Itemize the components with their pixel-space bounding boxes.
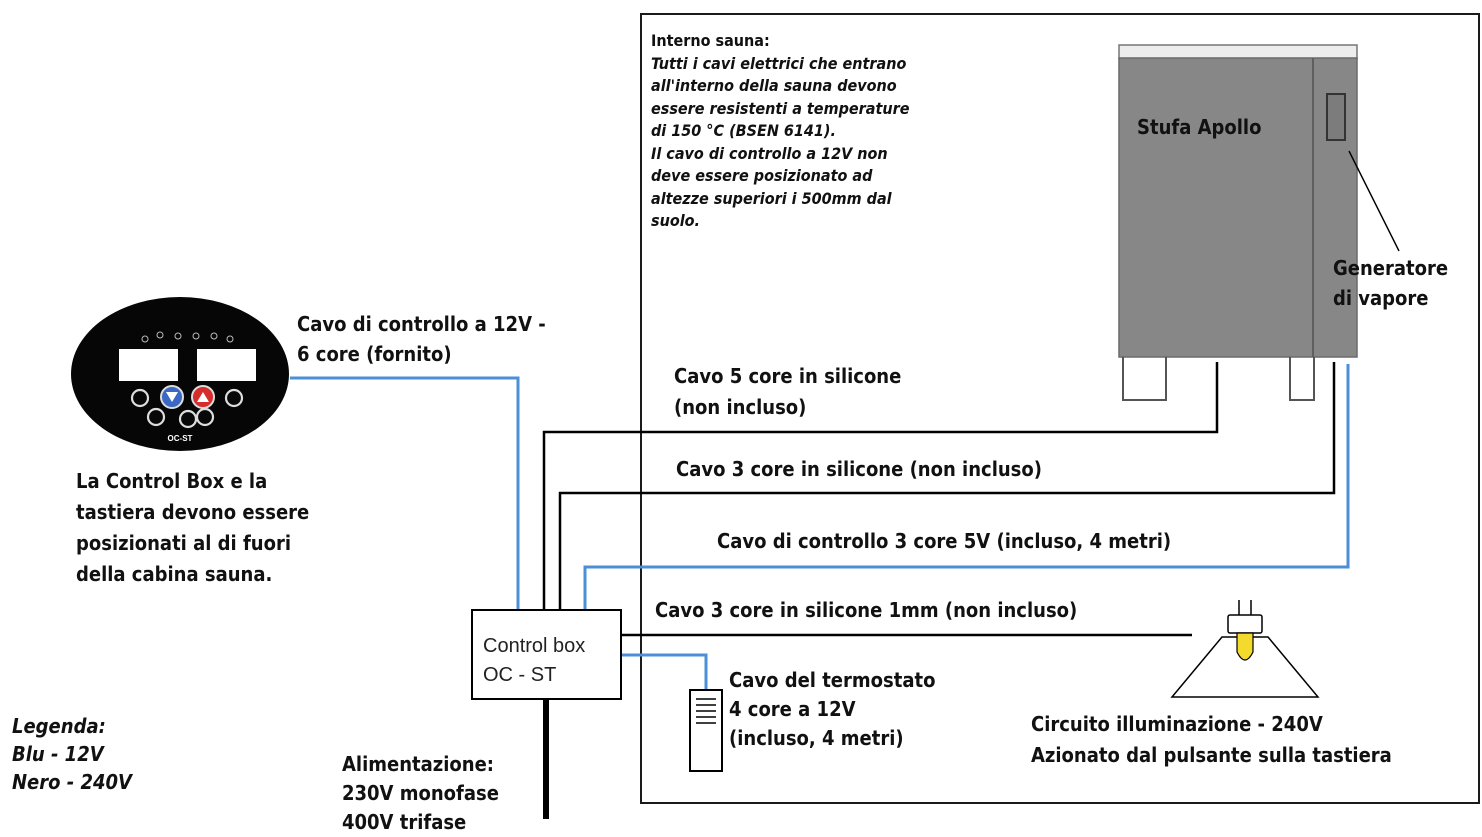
keypad-note: La Control Box e la tastiera devono esse… (76, 466, 309, 590)
sauna-interior-border (640, 13, 1480, 804)
sauna-note-line: suolo. (651, 211, 700, 230)
power-supply-label: Alimentazione: 230V monofase 400V trifas… (342, 750, 499, 837)
cable-5core-line1: Cavo 5 core in silicone (674, 364, 902, 388)
cable-thermostat (621, 653, 708, 690)
cable-3core-label: Cavo 3 core in silicone (non incluso) (676, 457, 1042, 481)
cable-5core-line2: (non incluso) (674, 395, 807, 419)
control-12v-line2: 6 core (fornito) (297, 342, 452, 366)
sauna-note-line: di 150 °C (BSEN 6141). (651, 121, 836, 140)
heater-unit (1118, 44, 1358, 401)
sauna-interior-note: Interno sauna: Tutti i cavi elettrici ch… (651, 30, 909, 233)
keypad-note-line: La Control Box e la (76, 469, 268, 493)
legend-black: Nero - 240V (12, 770, 132, 794)
cable-5core (542, 362, 1219, 610)
cable-3core (558, 362, 1336, 610)
legend-title: Legenda: (12, 714, 106, 738)
thermostat-line1: Cavo del termostato (729, 668, 936, 692)
lighting-label: Circuito illuminazione - 240V Azionato d… (1031, 709, 1392, 771)
heater-label: Stufa Apollo (1137, 115, 1262, 139)
keypad-device: OC-ST (71, 297, 289, 451)
cable-control-12v (290, 376, 520, 610)
keypad-note-line: posizionati al di fuori (76, 531, 291, 555)
lamp-icon (1170, 600, 1320, 698)
control-12v-label: Cavo di controllo a 12V - 6 core (fornit… (297, 309, 546, 369)
thermostat-sensor (689, 689, 723, 772)
control-box-line1: Control box (483, 635, 586, 657)
steam-generator-pointer (1348, 150, 1400, 252)
lighting-line2: Azionato dal pulsante sulla tastiera (1031, 743, 1392, 767)
legend: Legenda: Blu - 12V Nero - 240V (12, 712, 132, 796)
keypad-note-line: della cabina sauna. (76, 562, 273, 586)
sauna-note-line: deve essere posizionato ad (651, 166, 873, 185)
cable-control-5v (583, 364, 1350, 610)
legend-blue: Blu - 12V (12, 742, 104, 766)
power-line3: 400V trifase (342, 810, 467, 834)
thermostat-line3: (incluso, 4 metri) (729, 726, 904, 750)
sauna-note-line: all'interno della sauna devono (651, 76, 897, 95)
steam-generator-line1: Generatore (1333, 256, 1449, 280)
sauna-note-line: Tutti i cavi elettrici che entrano (651, 53, 907, 73)
power-line1: Alimentazione: (342, 752, 494, 776)
keypad-note-line: tastiera devono essere (76, 500, 310, 524)
control-5v-label: Cavo di controllo 3 core 5V (incluso, 4 … (717, 529, 1172, 553)
control-box-line2: OC - ST (483, 664, 557, 686)
sauna-note-line: essere resistenti a temperature (651, 98, 910, 118)
cable-3core-1mm-label: Cavo 3 core in silicone 1mm (non incluso… (655, 598, 1078, 622)
sauna-note-heading: Interno sauna: (651, 31, 770, 50)
cable-5core-label: Cavo 5 core in silicone (non incluso) (674, 361, 901, 423)
lighting-line1: Circuito illuminazione - 240V (1031, 712, 1323, 736)
sauna-note-line: Il cavo di controllo a 12V non (651, 143, 888, 163)
control-12v-line1: Cavo di controllo a 12V - (297, 312, 546, 336)
control-box-label: Control box OC - ST (483, 632, 585, 690)
sauna-note-line: altezze superiori i 500mm dal (651, 188, 892, 208)
steam-generator-label: Generatore di vapore (1333, 253, 1448, 313)
power-line2: 230V monofase (342, 781, 499, 805)
keypad-model: OC-ST (168, 434, 193, 443)
steam-generator-line2: di vapore (1333, 286, 1429, 310)
thermostat-label: Cavo del termostato 4 core a 12V (inclus… (729, 666, 935, 753)
thermostat-line2: 4 core a 12V (729, 697, 856, 721)
